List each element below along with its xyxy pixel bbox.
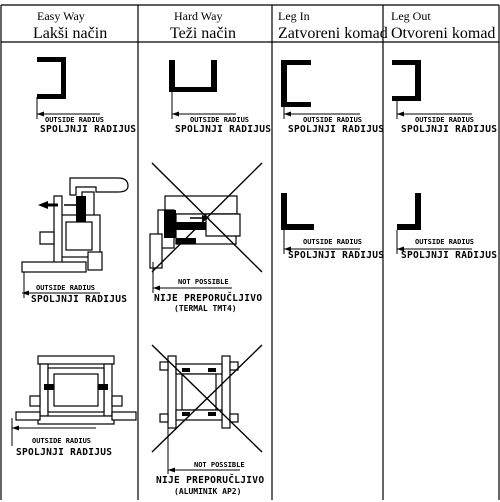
spoljnji-radijus-label-3: SPOLJNJI RADIJUS [288, 124, 384, 135]
radius-arrow-10 [168, 467, 240, 473]
header-otvoreni-komad: Otvoreni komad [391, 25, 495, 42]
cross-out-2 [151, 344, 263, 453]
outside-radius-label-6: OUTSIDE RADIUS [415, 238, 474, 246]
nije-preporucljivo-label-2: NIJE PREPORUČLJIVO [156, 474, 264, 486]
outside-radius-label-5: OUTSIDE RADIUS [303, 238, 362, 246]
not-possible-label-1: NOT POSSIBLE [178, 278, 229, 286]
channel-leg-out [392, 60, 421, 101]
outside-radius-label-4: OUTSIDE RADIUS [415, 116, 474, 124]
angle-leg-in [281, 193, 314, 230]
nije-preporucljivo-label-1: NIJE PREPORUČLJIVO [154, 292, 262, 304]
outside-radius-label-2: OUTSIDE RADIUS [190, 116, 249, 124]
thermal-profile-hard [149, 195, 241, 269]
radius-arrow-5 [284, 246, 360, 252]
outside-radius-label-9: OUTSIDE RADIUS [32, 437, 91, 445]
spoljnji-radijus-label-4: SPOLJNJI RADIJUS [401, 124, 497, 135]
table-grid [0, 4, 500, 500]
spoljnji-radijus-label-5: SPOLJNJI RADIJUS [288, 250, 384, 261]
spoljnji-radijus-label-6: SPOLJNJI RADIJUS [401, 250, 497, 261]
radius-arrow-4 [397, 111, 472, 117]
header-lakshi-nacin: Lakši način [33, 25, 107, 42]
outside-radius-label-1: OUTSIDE RADIUS [45, 116, 104, 124]
radius-arrow-8 [153, 285, 232, 291]
header-leg-out: Leg Out [391, 9, 431, 23]
cross-out-1 [151, 162, 263, 273]
not-possible-label-2: NOT POSSIBLE [194, 461, 245, 469]
radius-arrow-6 [397, 246, 472, 252]
radius-arrow-1 [37, 111, 100, 117]
channel-easy-way [37, 57, 66, 99]
radius-arrow-3 [284, 111, 360, 117]
aluminik-label: (ALUMINIK AP2) [174, 487, 241, 496]
header-leg-in: Leg In [278, 9, 310, 23]
channel-hard-way [169, 60, 217, 92]
header-tezi-nacin: Teži način [170, 25, 236, 42]
angle-leg-out [397, 193, 421, 230]
outside-radius-label-3: OUTSIDE RADIUS [303, 116, 362, 124]
spoljnji-radijus-label-1: SPOLJNJI RADIJUS [40, 124, 136, 135]
box-profile-easy [15, 355, 137, 425]
radius-arrow-7 [22, 290, 100, 296]
header-hard-way: Hard Way [174, 9, 222, 23]
spoljnji-radijus-label-9: SPOLJNJI RADIJUS [16, 447, 112, 458]
header-easy-way: Easy Way [37, 9, 85, 23]
radius-arrow-9 [12, 425, 96, 431]
termal-label: (TERMAL TMT4) [174, 304, 237, 313]
radius-arrow-2 [172, 111, 236, 117]
spoljnji-radijus-label-2: SPOLJNJI RADIJUS [175, 124, 271, 135]
thermal-profile-easy [21, 177, 129, 298]
header-zatvoreni-komad: Zatvoreni komad [278, 25, 388, 42]
spoljnji-radijus-label-7: SPOLJNJI RADIJUS [31, 294, 127, 305]
outside-radius-label-7: OUTSIDE RADIUS [36, 284, 95, 292]
channel-leg-in [281, 60, 311, 107]
